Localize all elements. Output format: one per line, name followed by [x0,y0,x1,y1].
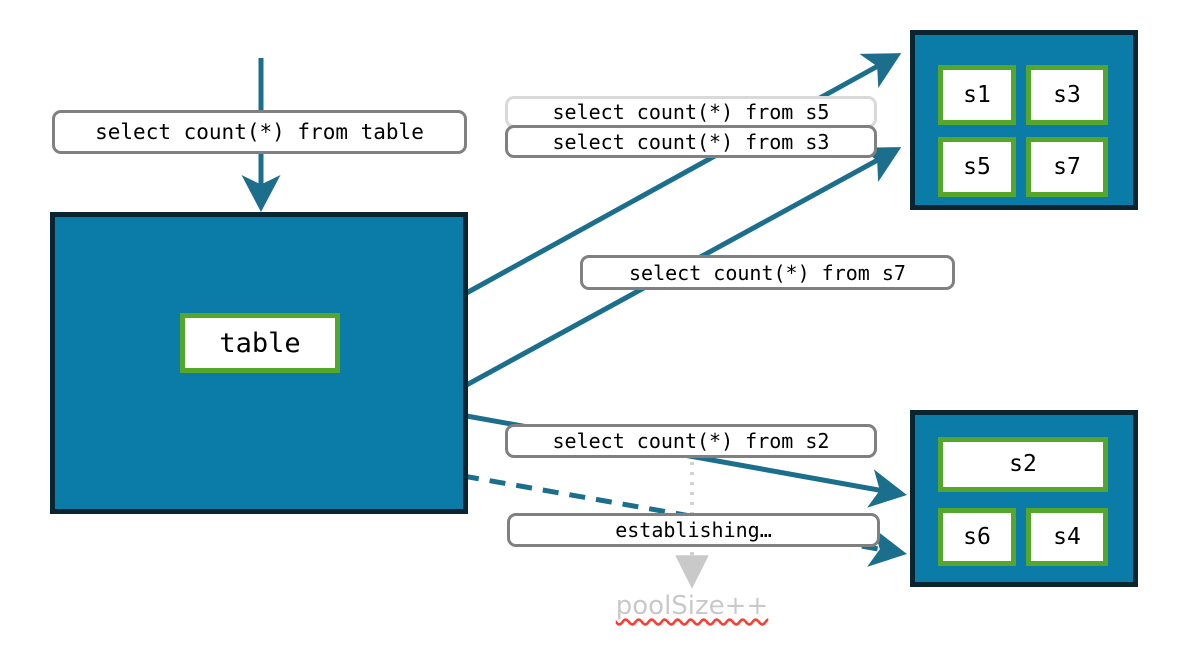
query-label-s2: select count(*) from s2 [505,424,877,458]
server-node-s4[interactable]: s4 [1026,508,1108,566]
query-label-s7: select count(*) from s7 [580,255,955,290]
server-node-s2[interactable]: s2 [938,437,1108,492]
server-node-s5[interactable]: s5 [938,137,1016,197]
server-node-s7[interactable]: s7 [1026,137,1108,197]
status-label-establishing: establishing… [507,513,880,547]
query-label-s5: select count(*) from s5 [505,96,877,128]
query-label-table: select count(*) from table [52,110,467,154]
annotation-poolsize: poolSize++ [592,592,792,621]
server-node-s6[interactable]: s6 [938,508,1016,566]
node-table[interactable]: table [180,313,340,373]
server-node-s3[interactable]: s3 [1026,65,1108,125]
server-node-s1[interactable]: s1 [938,65,1016,125]
query-label-s3: select count(*) from s3 [505,125,877,158]
annotation-poolsize-text: poolSize++ [615,591,769,621]
